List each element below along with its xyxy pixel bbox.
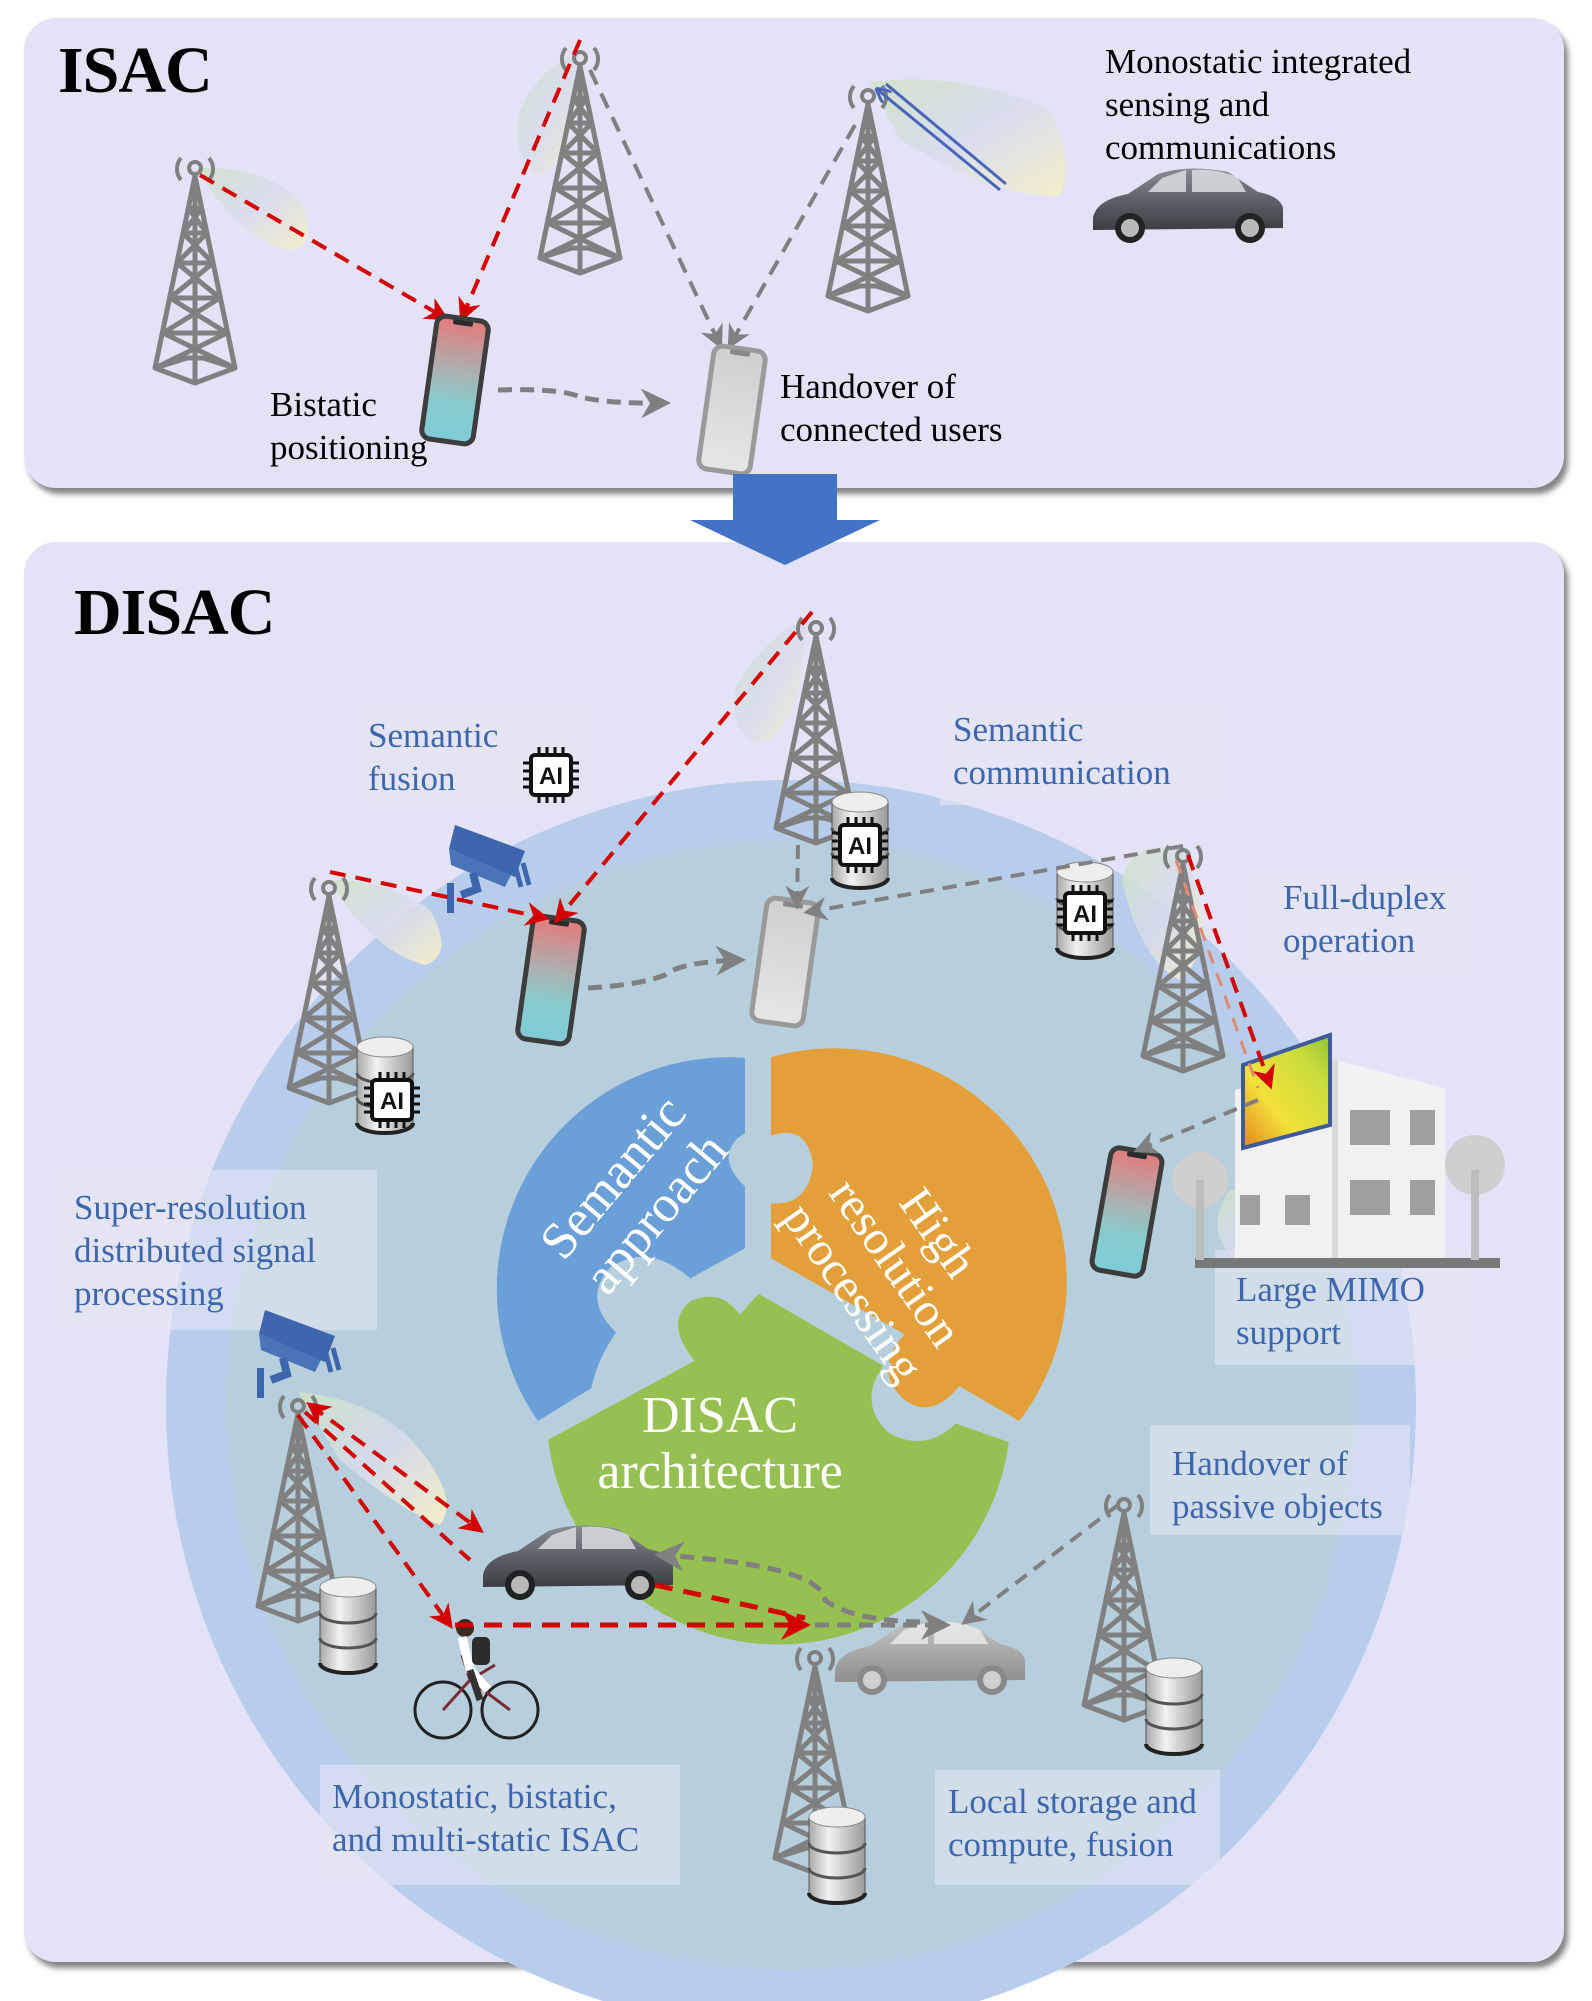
puzzle-piece-semantic [490,1051,786,1430]
label-monostatic-isac: Monostatic integrated sensing and commun… [1105,42,1412,167]
isac-title: ISAC [58,34,213,107]
label-large-mimo: Large MIMO support [1236,1270,1425,1352]
monostatic-sensing-link [306,1402,484,1533]
sensing-link [329,870,550,926]
ai-chip-icon [362,1070,422,1130]
label-semantic-fusion: Semantic fusion [368,716,499,798]
label-bistatic-positioning: Bistatic positioning [270,385,428,467]
transition-arrow [690,474,880,565]
label-local-storage: Local storage and compute, fusion [948,1782,1197,1864]
isac-panel [24,18,1564,488]
handover-link [497,387,671,419]
comm-link [727,124,857,350]
puzzle-label-architecture: DISAC architecture [597,1387,843,1500]
comm-link [785,844,810,910]
label-full-duplex: Full-duplex operation [1283,878,1447,960]
phone-icon [698,345,767,475]
full-duplex-link [1174,859,1260,1089]
sensing-link [303,1410,472,1562]
label-semantic-communication: Semantic communication [953,710,1171,792]
puzzle-piece-high-resolution [765,1042,1073,1429]
sensing-link [296,1413,453,1629]
bistatic-link [654,1582,806,1621]
handover-passive-link [961,1503,1120,1625]
handover-passive-link [654,1541,921,1625]
database-icon [318,1575,378,1675]
handover-link [587,945,746,991]
sensing-link [553,610,814,924]
phone-icon [421,315,490,445]
disac-scene [55,610,1505,2001]
building-large-mimo-icon [1172,1032,1505,1268]
ai-chip-icon [521,745,581,805]
monostatic-link [878,90,1001,192]
full-duplex-link [1186,854,1275,1090]
ai-chip-icon [830,815,890,875]
label-super-resolution: Super-resolution distributed signal proc… [74,1188,317,1313]
database-icon [1144,1656,1204,1756]
database-icon [807,1805,867,1905]
ai-chip-icon [1055,883,1115,943]
beam-isac-1 [196,167,308,250]
car-icon [1093,168,1283,243]
disac-title: DISAC [74,576,275,649]
isac-scene [155,39,1283,475]
comm-link [803,844,1184,921]
label-multistatic-isac: Monostatic, bistatic, and multi-static I… [332,1777,640,1859]
label-handover-passive: Handover of passive objects [1172,1444,1383,1526]
label-handover-connected-users: Handover of connected users [780,367,1003,449]
beam-isac-3 [870,79,1066,196]
sensing-link [198,173,450,321]
